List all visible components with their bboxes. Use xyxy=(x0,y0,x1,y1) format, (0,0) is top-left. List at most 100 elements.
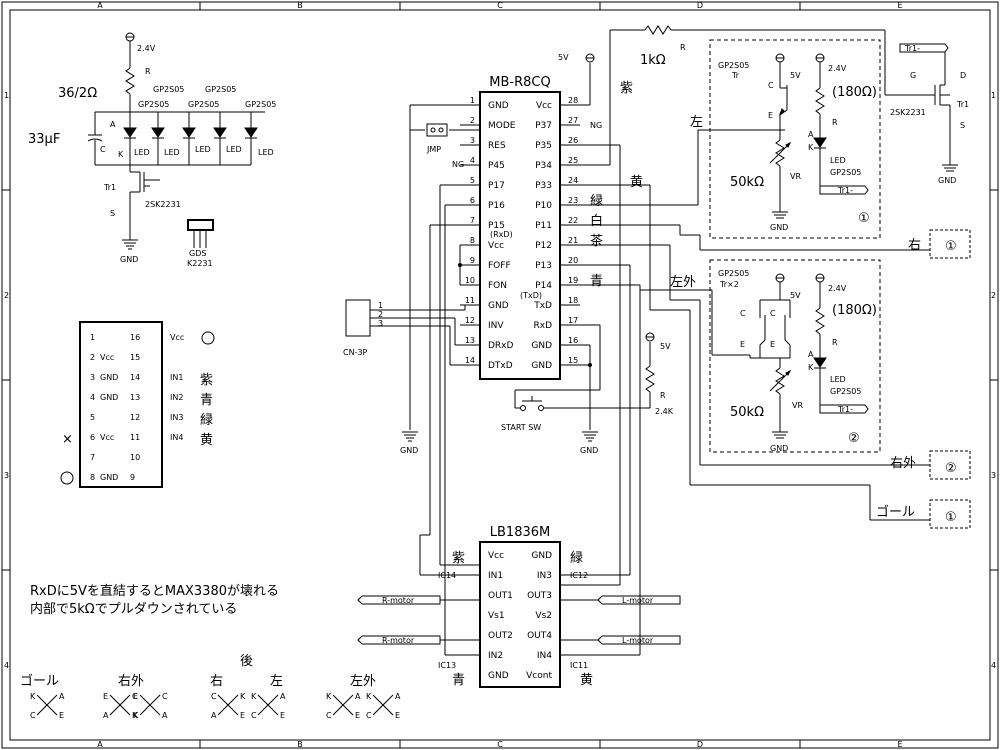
motor-tag: L-motor xyxy=(622,596,654,605)
mcu-pin-number: 15 xyxy=(568,356,578,365)
driver-pin-label: OUT1 xyxy=(488,591,513,601)
pinout-label: E xyxy=(59,711,64,720)
wire-color-label: 茶 xyxy=(590,233,603,249)
connector-pin-number: 10 xyxy=(130,453,140,462)
connector-pin-label: IN4 xyxy=(170,433,183,442)
transistor-label: Tr×2 xyxy=(719,280,739,289)
gnd-label: GND xyxy=(938,176,956,185)
mcu-pin-number: 21 xyxy=(568,236,578,245)
wire-color-label: 紫 xyxy=(452,551,465,566)
gnd-label: GND xyxy=(120,255,138,264)
connector-pin-number: 5 xyxy=(90,413,95,422)
ic-label: IC12 xyxy=(570,571,588,580)
wire-color-label: 白 xyxy=(590,213,603,229)
mcu-aux-labels: JMP GND CN-3P 1 2 3 NG NG 5V START SW GN… xyxy=(343,43,686,455)
sensor-position-label: 左外 xyxy=(670,275,696,290)
mcu-pin-number: 22 xyxy=(568,216,578,225)
mcu-pin-number: 11 xyxy=(465,296,475,305)
mcu-pin-number: 3 xyxy=(470,136,475,145)
mcu-pin-number: 7 xyxy=(470,216,475,225)
gnd-label: GND xyxy=(580,446,598,455)
mcu-pin-number: 2 xyxy=(470,116,475,125)
driver-pin-label: IN2 xyxy=(488,651,503,661)
net-tag: Tr1- xyxy=(904,44,920,53)
pinout-label: C xyxy=(326,711,332,720)
collector-label: C xyxy=(770,309,776,318)
pinout-label: A xyxy=(59,692,65,701)
mcu-pin-label: P16 xyxy=(488,201,505,211)
connector-pin-number: 16 xyxy=(130,333,140,342)
supply-label: 5V xyxy=(790,291,801,300)
col-label: A xyxy=(97,740,103,749)
pinout-label: K xyxy=(240,692,246,701)
gate-label: G xyxy=(910,71,916,80)
resistor-label: R xyxy=(660,391,666,400)
sensor-position-label: 左 xyxy=(690,115,703,130)
sensor-part: GP2S05 xyxy=(718,61,749,70)
frame-labels: A B C D E A B C D E 1 2 3 4 1 2 3 4 xyxy=(4,1,996,749)
pinout-label: C xyxy=(366,711,372,720)
pinout-label: E xyxy=(395,711,400,720)
mcu-pin-number: 8 xyxy=(470,236,475,245)
mcu-pin-label: P10 xyxy=(535,201,552,211)
led-block-labels: 2.4V R 36/2Ω 33μF A C K GP2S05 GP2S05 GP… xyxy=(28,44,276,268)
sensor-name: 右外 xyxy=(118,674,144,689)
sensor-name: 右 xyxy=(210,674,223,689)
ng-label: NG xyxy=(590,121,602,130)
pinout-label: C xyxy=(132,692,138,701)
pinout-label: C xyxy=(211,692,217,701)
row-label: 3 xyxy=(4,471,9,480)
vr-label: VR xyxy=(792,401,803,410)
resistor-label: R xyxy=(832,338,838,347)
sensor-name: 左 xyxy=(270,674,283,689)
gnd-label: GND xyxy=(770,223,788,232)
driver-pin-label: OUT3 xyxy=(527,591,552,601)
mcu-pin-label: DTxD xyxy=(488,361,513,371)
emitter-label: E xyxy=(770,340,775,349)
led-part: GP2S05 xyxy=(830,387,861,396)
sensor-part: GP2S05 xyxy=(718,269,749,278)
start-switch-label[interactable]: START SW xyxy=(501,423,541,432)
net-tag: Tr1- xyxy=(837,405,853,414)
output-number: ② xyxy=(945,461,957,476)
connector-pin-number: 3 xyxy=(90,373,95,382)
pinout-label: C xyxy=(251,711,257,720)
cap-c-label: C xyxy=(100,145,106,154)
resistor-label: R xyxy=(680,43,686,52)
collector-label: C xyxy=(740,309,746,318)
wire-color-label: 紫 xyxy=(200,373,213,388)
fet-part: 2SK2231 xyxy=(145,200,181,209)
motor-tags xyxy=(357,595,681,645)
mcu-pin-number: 6 xyxy=(470,196,475,205)
mcu-pin-label: P13 xyxy=(535,261,552,271)
resistor-label: R xyxy=(145,67,151,76)
mcu-pin-label: INV xyxy=(488,321,504,331)
connector-pin-number: 4 xyxy=(90,393,95,402)
sensor-number: ② xyxy=(848,431,860,446)
connector-pin-number: 13 xyxy=(130,393,140,402)
led-label: LED xyxy=(134,148,150,157)
pinout-label: C xyxy=(162,692,168,701)
led-label: LED xyxy=(830,375,846,384)
mcu-pin-sub: (RxD) xyxy=(490,230,513,239)
connector-pin-number: 15 xyxy=(130,353,140,362)
mcu-pin-number: 5 xyxy=(470,176,475,185)
supply-label: 2.4V xyxy=(137,44,156,53)
pinout-label: A xyxy=(355,692,361,701)
connector-pin-number: 11 xyxy=(130,433,140,442)
collector-label: C xyxy=(768,81,774,90)
connector-pin-label: IN1 xyxy=(170,373,183,382)
col-label: E xyxy=(897,740,902,749)
output-connectors xyxy=(929,229,971,529)
driver-pin-label: IN4 xyxy=(537,651,552,661)
connector-pin-label: Vcc xyxy=(100,353,114,362)
row-label: 4 xyxy=(4,661,9,670)
pinout-cross xyxy=(332,694,354,716)
wiring xyxy=(345,25,935,656)
wire-color-label: 緑 xyxy=(200,413,213,428)
col-label: D xyxy=(697,740,703,749)
mcu-pin-label: RES xyxy=(488,141,506,151)
pinout-label: E xyxy=(280,711,285,720)
pinout-label: K xyxy=(133,711,139,720)
sensor-name: ゴール xyxy=(20,673,59,689)
